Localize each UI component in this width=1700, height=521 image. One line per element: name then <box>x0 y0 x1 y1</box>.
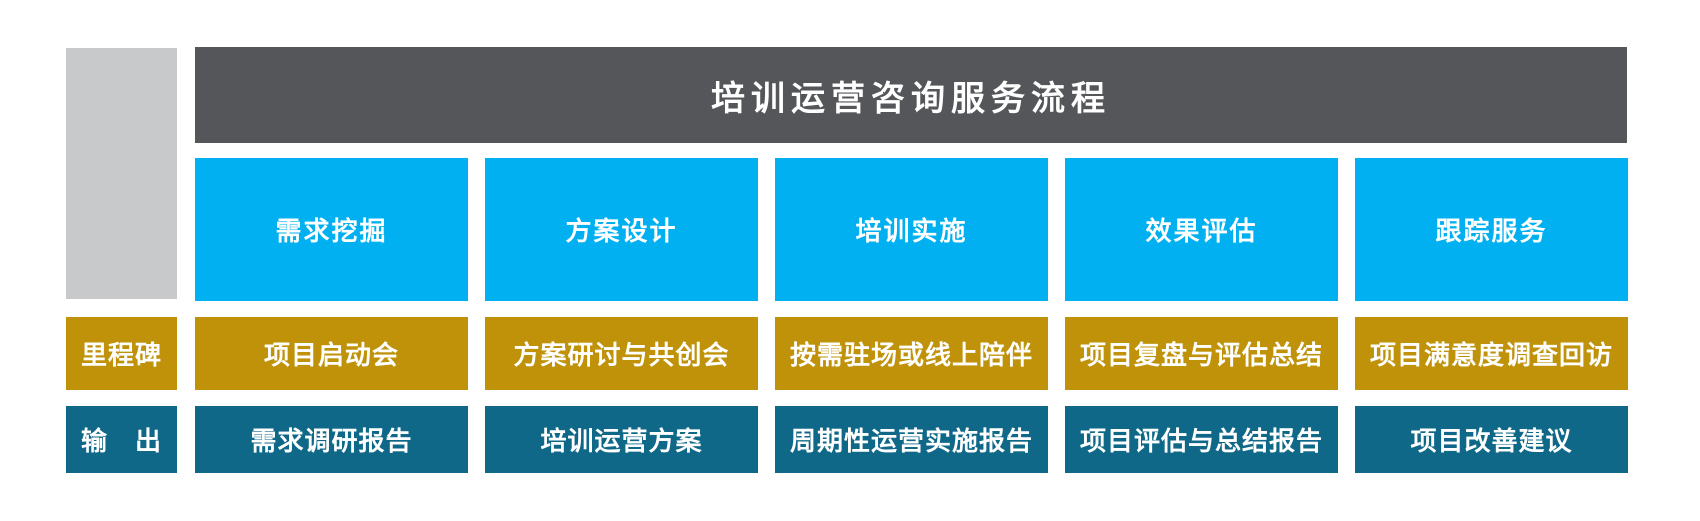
milestone-cell-satisfaction-survey: 项目满意度调查回访 <box>1355 317 1628 390</box>
output-cell-operation-plan: 培训运营方案 <box>485 406 758 473</box>
output-cell-periodic-report: 周期性运营实施报告 <box>775 406 1048 473</box>
diagram-title: 培训运营咨询服务流程 <box>195 47 1627 143</box>
milestone-cell-onsite-support: 按需驻场或线上陪伴 <box>775 317 1048 390</box>
milestone-cell-review-summary: 项目复盘与评估总结 <box>1065 317 1338 390</box>
output-cell-research-report: 需求调研报告 <box>195 406 468 473</box>
left-accent-bar <box>66 48 177 299</box>
stage-box-follow-up-service: 跟踪服务 <box>1355 158 1628 301</box>
stage-box-effect-evaluation: 效果评估 <box>1065 158 1338 301</box>
output-cell-evaluation-report: 项目评估与总结报告 <box>1065 406 1338 473</box>
milestone-row-label: 里程碑 <box>66 317 177 390</box>
stage-box-training-delivery: 培训实施 <box>775 158 1048 301</box>
stage-box-demand-mining: 需求挖掘 <box>195 158 468 301</box>
milestone-cell-workshop: 方案研讨与共创会 <box>485 317 758 390</box>
milestone-cell-kickoff: 项目启动会 <box>195 317 468 390</box>
output-cell-improvement-advice: 项目改善建议 <box>1355 406 1628 473</box>
stage-box-solution-design: 方案设计 <box>485 158 758 301</box>
output-row-label: 输 出 <box>66 406 177 473</box>
